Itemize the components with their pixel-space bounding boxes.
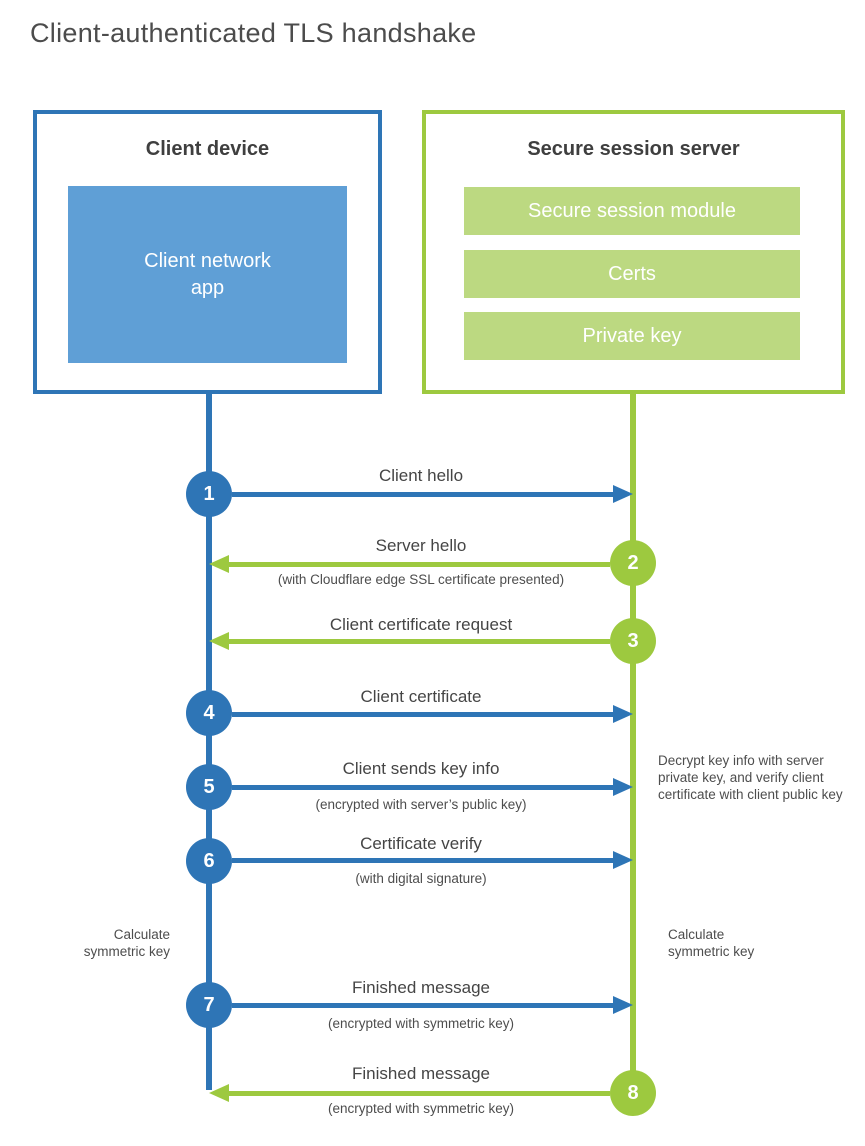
step-2-sublabel: (with Cloudflare edge SSL certificate pr… [277,572,565,587]
secure-session-server-box: Secure session server Secure session mod… [422,110,845,394]
step-5-arrow [232,778,633,796]
step-1-arrow [232,485,633,503]
secure-session-server-title: Secure session server [527,138,740,160]
step-5-label: Client sends key info [342,759,500,778]
step-7-circle: 7 [186,982,232,1028]
server-module-private-key: Private key [464,312,800,360]
client-device-title: Client device [145,138,270,160]
step-3-arrow [209,632,610,650]
step-1-label: Client hello [378,466,464,485]
step-8-arrow [209,1084,610,1102]
step-8-label: Finished message [352,1064,490,1083]
step-5-sublabel: (encrypted with server’s public key) [315,797,527,812]
step-8-circle: 8 [610,1070,656,1116]
calc-symmetric-key-note-client: Calculate symmetric key [83,927,170,960]
step-7-label: Finished message [352,978,490,997]
step-6-circle: 6 [186,838,232,884]
step-6-sublabel: (with digital signature) [355,871,487,886]
client-lifeline [206,394,212,1090]
step-4-label: Client certificate [360,687,482,706]
server-module-certs: Certs [464,250,800,298]
decrypt-note: Decrypt key info with server private key… [658,753,843,803]
step-6-arrow [232,851,633,869]
server-module-secure-session: Secure session module [464,187,800,235]
step-5-circle: 5 [186,764,232,810]
step-4-arrow [232,705,633,723]
step-4-circle: 4 [186,690,232,736]
page-title: Client-authenticated TLS handshake [30,18,477,48]
client-device-box: Client device Client network app [33,110,382,394]
step-6-label: Certificate verify [360,834,482,853]
step-2-arrow [209,555,610,573]
step-7-arrow [232,996,633,1014]
client-network-app-box: Client network app [68,186,347,363]
server-lifeline [630,394,636,1093]
step-1-circle: 1 [186,471,232,517]
calc-symmetric-key-note-server: Calculate symmetric key [668,927,755,960]
step-8-sublabel: (encrypted with symmetric key) [327,1101,515,1116]
step-2-label: Server hello [375,536,467,555]
step-7-sublabel: (encrypted with symmetric key) [327,1016,515,1031]
step-3-circle: 3 [610,618,656,664]
step-2-circle: 2 [610,540,656,586]
step-3-label: Client certificate request [329,615,513,634]
